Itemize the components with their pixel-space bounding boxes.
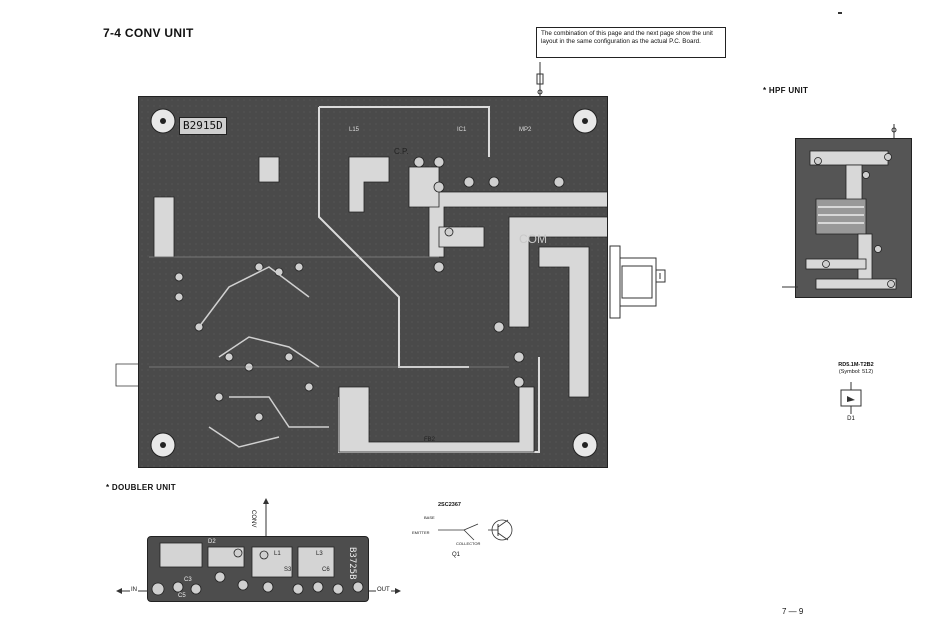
label-cp: C.P. bbox=[394, 147, 409, 156]
doubler-in-label: IN bbox=[130, 587, 138, 593]
label-l15: L15 bbox=[349, 127, 360, 133]
doubler-label-d2: D2 bbox=[208, 539, 216, 545]
layout-note-text: The combination of this page and the nex… bbox=[541, 30, 713, 45]
doubler-title: * DOUBLER UNIT bbox=[106, 483, 176, 492]
label-mp2: MP2 bbox=[519, 127, 532, 133]
transistor-collector: COLLECTOR bbox=[456, 541, 481, 546]
doubler-conv-arrow bbox=[263, 498, 269, 538]
hpf-left-lead bbox=[782, 286, 798, 288]
top-connector-lead bbox=[536, 62, 544, 98]
doubler-label-c6: C6 bbox=[322, 567, 330, 573]
transistor-pinout-icon bbox=[438, 519, 513, 541]
doubler-board-code: B3725B bbox=[347, 547, 357, 580]
hpf-top-lead bbox=[891, 124, 897, 140]
doubler-pcb-board: B3725B D2 C3 C5 L1 L3 S3 C6 bbox=[147, 536, 369, 602]
page-number: 7 — 9 bbox=[782, 607, 804, 616]
conv-pcb-traces bbox=[139, 97, 607, 467]
layout-note: The combination of this page and the nex… bbox=[536, 27, 726, 58]
label-com: COM bbox=[519, 232, 547, 246]
doubler-pcb-traces bbox=[151, 542, 364, 596]
right-coax-connector bbox=[609, 245, 666, 319]
transistor-ref: Q1 bbox=[452, 552, 461, 558]
label-ic1: IC1 bbox=[457, 127, 467, 133]
transistor-part: 2SC2367 bbox=[438, 502, 461, 508]
hpf-title: * HPF UNIT bbox=[763, 86, 809, 95]
doubler-label-c3: C3 bbox=[184, 577, 192, 583]
page-title: 7-4 CONV UNIT bbox=[103, 26, 194, 40]
transistor-emitter: EMITTER bbox=[412, 530, 430, 535]
doubler-label-c5: C5 bbox=[178, 593, 186, 599]
corner-mark bbox=[838, 12, 842, 14]
doubler-label-s3: S3 bbox=[284, 567, 292, 573]
transistor-base: BASE bbox=[424, 515, 435, 520]
doubler-label-l3: L3 bbox=[316, 551, 323, 557]
hpf-pcb-traces bbox=[805, 150, 897, 290]
label-fb2: FB2 bbox=[424, 437, 436, 443]
hpf-diode-ref: D1 bbox=[847, 416, 855, 422]
doubler-out-label: OUT bbox=[376, 587, 391, 593]
zener-diode-icon bbox=[840, 382, 862, 414]
conv-pcb-board: B2915D L15 IC1 MP2 C.P. COM FB2 bbox=[138, 96, 608, 468]
conv-board-code: B2915D bbox=[179, 117, 227, 135]
doubler-label-l1: L1 bbox=[274, 551, 281, 557]
left-lead-wires bbox=[115, 363, 138, 387]
hpf-diode-part: RD5.1M-T2B2 bbox=[838, 362, 874, 368]
doubler-conv-label: CONV bbox=[250, 510, 256, 528]
hpf-pcb-board bbox=[795, 138, 912, 298]
hpf-diode-symbol: (Symbol: 512) bbox=[838, 369, 874, 375]
